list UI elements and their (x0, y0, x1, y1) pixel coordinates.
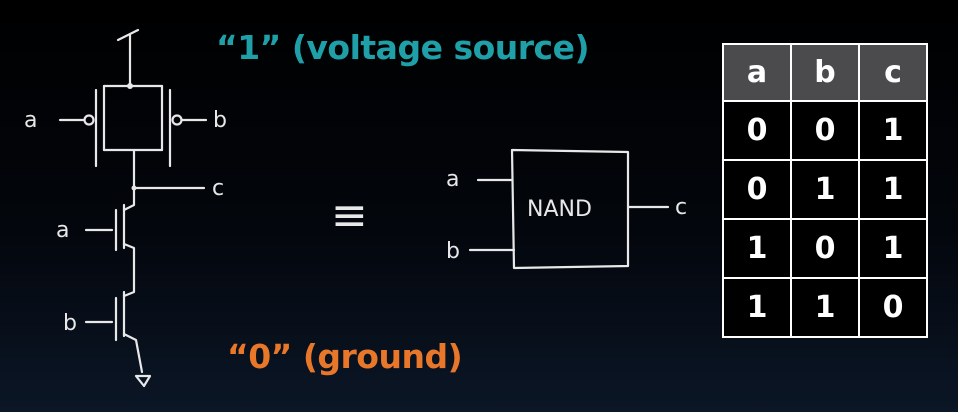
nand-gate-box (510, 148, 630, 270)
table-row: 1 1 0 (722, 277, 928, 338)
table-row: 0 1 1 (722, 159, 928, 220)
gate-output-label: c (675, 195, 687, 220)
vdd-supply-bar (116, 28, 140, 42)
nmos-series-wire (122, 242, 136, 298)
gate-input-b-label: b (446, 239, 460, 264)
voltage-source-label: “1” (voltage source) (216, 28, 590, 67)
nand-gate-block: NAND a b c (446, 148, 687, 270)
table-cell: 0 (790, 218, 860, 279)
table-cell: 0 (790, 100, 860, 161)
table-row: 0 0 1 (722, 100, 928, 161)
header-cell-a: a (722, 43, 792, 102)
header-cell-b: b (790, 43, 860, 102)
pmos-a-bubble (83, 114, 95, 126)
truth-table: a b c 0 0 1 0 1 1 1 0 1 1 1 (722, 43, 928, 338)
ground-wire (122, 332, 144, 374)
pmos-b-label: b (213, 108, 227, 133)
table-cell: 1 (790, 277, 860, 338)
table-cell: 1 (858, 218, 928, 279)
table-row: 1 0 1 (722, 218, 928, 279)
table-cell: 1 (722, 218, 792, 279)
table-cell: 0 (858, 277, 928, 338)
nmos-a-drain (122, 186, 136, 212)
header-cell-c: c (858, 43, 928, 102)
output-c-label: c (212, 176, 224, 201)
nand-gate-name: NAND (527, 197, 592, 222)
nmos-a-label: a (56, 218, 69, 243)
ground-symbol (134, 374, 152, 388)
equivalence-symbol: ≡ (331, 190, 368, 241)
pmos-b-bubble (171, 114, 183, 126)
gate-input-a-label: a (446, 167, 459, 192)
table-cell: 0 (722, 159, 792, 220)
pmos-a-label: a (24, 108, 37, 133)
vdd-node-dot (127, 83, 133, 89)
table-cell: 0 (722, 100, 792, 161)
table-cell: 1 (858, 159, 928, 220)
truth-table-header-row: a b c (722, 43, 928, 102)
ground-label: “0” (ground) (227, 337, 463, 376)
table-cell: 1 (722, 277, 792, 338)
nmos-b-label: b (63, 311, 77, 336)
table-cell: 1 (858, 100, 928, 161)
cmos-nand-schematic: a b c a b (24, 28, 227, 388)
table-cell: 1 (790, 159, 860, 220)
